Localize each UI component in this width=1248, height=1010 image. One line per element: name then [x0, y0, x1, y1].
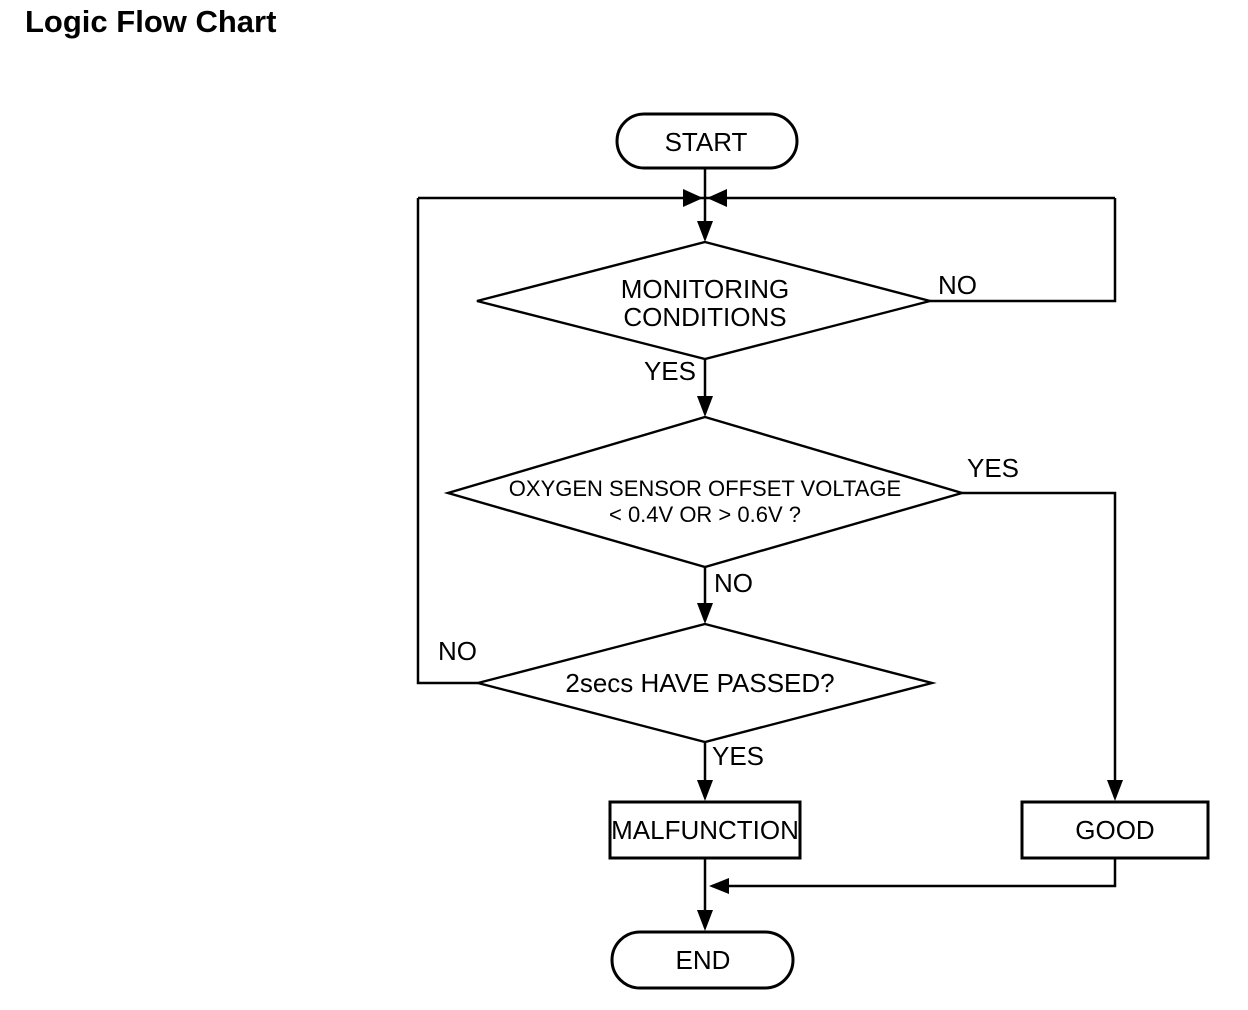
arrowhead-good-merge-left — [709, 878, 729, 894]
arrowhead-into-malfunction — [697, 780, 713, 801]
connector-oxygen-yes-to-good — [962, 491, 1117, 784]
oxygen-label-line2: < 0.4V OR > 0.6V ? — [609, 502, 801, 527]
end-label: END — [676, 945, 731, 975]
connector-monitoring-no-loop — [930, 198, 1117, 303]
oxygen-no-label: NO — [714, 568, 753, 598]
monitoring-decision-diamond — [476, 240, 935, 361]
oxygen-decision-diamond — [443, 415, 967, 569]
page-title: Logic Flow Chart — [25, 4, 277, 39]
end-terminator — [610, 930, 795, 990]
start-terminator — [615, 112, 799, 170]
monitoring-label-line2: CONDITIONS — [623, 302, 786, 332]
oxygen-yes-label: YES — [967, 453, 1019, 483]
arrowhead-junction-right — [707, 189, 727, 207]
monitoring-label-line1: MONITORING — [621, 274, 790, 304]
arrowhead-junction-left — [683, 189, 703, 207]
passed-no-label: NO — [438, 636, 477, 666]
arrowhead-into-monitoring — [697, 221, 713, 242]
arrowhead-into-end — [697, 910, 713, 931]
malfunction-label: MALFUNCTION — [611, 815, 799, 845]
malfunction-process-box — [608, 800, 802, 860]
passed-yes-label: YES — [712, 741, 764, 771]
good-process-box — [1020, 800, 1210, 860]
connector-good-merge — [712, 858, 1117, 888]
oxygen-label-line1: OXYGEN SENSOR OFFSET VOLTAGE — [509, 476, 901, 501]
monitoring-no-label: NO — [938, 270, 977, 300]
passed-decision-diamond — [473, 622, 937, 744]
start-label: START — [665, 127, 748, 157]
connector-passed-no-loop — [416, 198, 478, 685]
good-label: GOOD — [1075, 815, 1154, 845]
monitoring-yes-label: YES — [644, 356, 696, 386]
passed-label: 2secs HAVE PASSED? — [565, 668, 834, 698]
arrowhead-into-oxygen — [697, 396, 713, 417]
arrowhead-into-good — [1107, 780, 1123, 801]
arrowhead-into-passed — [697, 603, 713, 624]
